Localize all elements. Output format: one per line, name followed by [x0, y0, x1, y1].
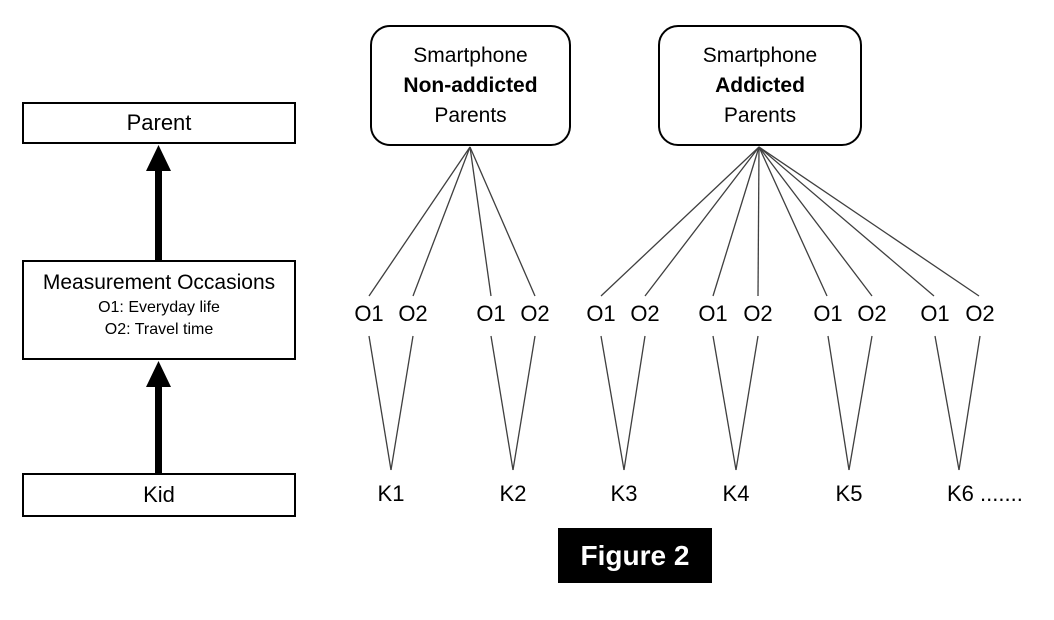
kid-label-k1: K1 [377, 481, 405, 506]
occasion-label: O2 [965, 301, 995, 326]
fan-addicted [600, 146, 980, 297]
group-line-2: Non-addicted [403, 73, 538, 97]
measurement-occasion-1: O1: Everyday life [98, 299, 220, 316]
kid-box: Kid [22, 473, 296, 517]
occasion-label: O2 [630, 301, 660, 326]
group-line-1: Smartphone [702, 43, 818, 67]
occasion-label: O2 [520, 301, 550, 326]
occasion-label: O1 [354, 301, 384, 326]
occasion-to-kid-lines [368, 335, 981, 471]
group-line-3: Parents [723, 103, 797, 127]
kid-label-k6: K6 ....... [947, 481, 1023, 506]
parent-box: Parent [22, 102, 296, 144]
occasion-label: O1 [813, 301, 843, 326]
group-line-2: Addicted [715, 73, 805, 97]
fan-non-addicted [368, 146, 536, 297]
group-box-non-addicted: Smartphone Non-addicted Parents [370, 25, 571, 146]
occasion-label: O1 [476, 301, 506, 326]
group-line-3: Parents [434, 103, 507, 127]
parent-label: Parent [126, 110, 192, 135]
group-line-1: Smartphone [413, 43, 528, 67]
occasion-label: O2 [398, 301, 428, 326]
kid-label-k2: K2 [499, 481, 527, 506]
measurement-occasions-box: Measurement Occasions O1: Everyday life … [22, 260, 296, 360]
occasion-label: O1 [920, 301, 950, 326]
measurement-title: Measurement Occasions [42, 271, 276, 294]
kid-label-k5: K5 [835, 481, 863, 506]
arrow-kid-to-measurement [146, 361, 171, 473]
arrow-measurement-to-parent [146, 145, 171, 260]
figure-caption-text: Figure 2 [580, 539, 690, 571]
occasion-label: O1 [698, 301, 728, 326]
occasion-label: O1 [586, 301, 616, 326]
kid-label: Kid [143, 482, 175, 507]
group-box-addicted: Smartphone Addicted Parents [658, 25, 862, 146]
figure-caption: Figure 2 [558, 528, 712, 583]
occasion-label: O2 [857, 301, 887, 326]
kid-label-k3: K3 [610, 481, 638, 506]
measurement-occasion-2: O2: Travel time [104, 321, 214, 338]
kid-label-k4: K4 [722, 481, 750, 506]
occasion-label: O2 [743, 301, 773, 326]
